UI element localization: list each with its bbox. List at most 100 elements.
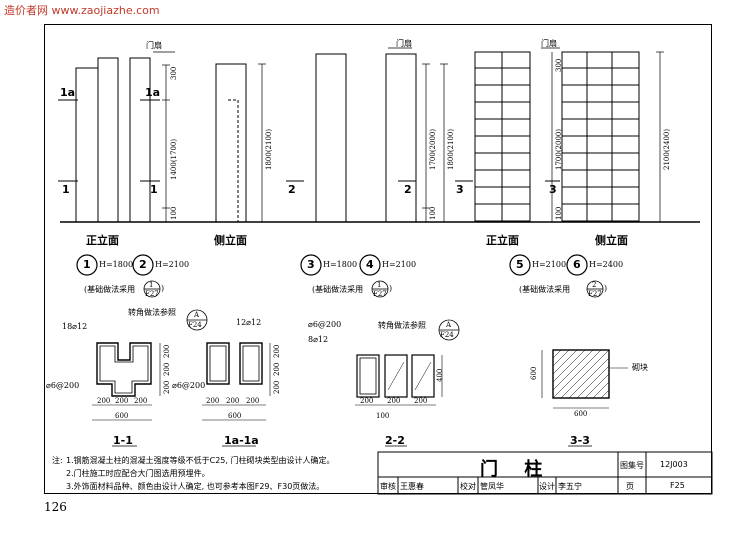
foundation-close: ) [161,284,165,293]
s2-title: 2-2 [385,434,405,447]
s1a-h1: 200 [273,344,281,358]
s2-rebar: 8⌀12 [308,335,329,344]
ref-bottom: F27 [373,290,387,298]
s2-w2: 200 [387,397,401,405]
hatch-line [560,349,610,399]
s1-ref-bottom: F24 [188,321,202,329]
s1a-total: 600 [228,412,242,420]
hatch-line [552,349,570,367]
type-number: 6 [573,258,581,271]
designer-name: 李五宁 [558,482,582,491]
dim-300-3: 300 [555,58,563,72]
side-elevation-1 [215,63,266,223]
door-leaf-label-3: 门扇 [541,39,557,48]
s1a-w1: 200 [206,397,220,405]
ref-top: 1 [377,281,382,289]
side-elevation-3 [586,51,664,223]
s1-w1: 200 [97,397,111,405]
check-label: 校对 [460,482,476,491]
foundation-note: (基础做法采用 [519,285,571,294]
s1a-w2: 200 [226,397,240,405]
notes-prefix: 注: [52,456,63,465]
hatch-line [576,365,610,399]
reviewer-name: 王惠春 [400,482,424,491]
s2-w3: 200 [414,397,428,405]
design-label: 设计 [539,482,555,491]
watermark: 造价者网 www.zaojiazhe.com [4,4,160,17]
dim-1800-1: 1800(2100) [265,128,273,170]
section-1-1-dims [92,343,161,421]
section-mark-1-right: 1 [150,183,158,196]
s3-block-label: 砌块 [632,363,648,372]
ref-top: 1 [149,281,154,289]
type-number: 3 [307,258,315,271]
door-leaf-label-1: 门扇 [146,41,162,50]
section-mark-1a-left: 1a [60,86,76,99]
section-mark-3-left: 3 [456,183,464,196]
type-callout-circles [76,254,588,276]
foundation-note: (基础做法采用 [312,285,364,294]
dim-1700-3: 1700(2000) [555,128,563,170]
type-height: H=2100 [155,260,190,269]
brick-courses [475,67,639,222]
type-number: 5 [516,258,524,271]
note-line-2: 2.门柱施工时应配合大门图选用预埋件。 [66,469,210,478]
section-mark-2-right: 2 [404,183,412,196]
s1a-rebar: 12⌀12 [236,318,262,327]
s2-bottom: 100 [376,412,390,420]
s1-total: 600 [115,412,129,420]
dim-1400-1: 1400(1700) [170,138,178,180]
hatch-line [552,349,586,383]
s2-height: 400 [436,368,444,382]
s3-title: 3-3 [570,434,590,447]
title-block-grid [377,451,713,495]
atlas-number: 12J003 [660,460,688,469]
hatch-line [552,349,602,399]
type-height: H=2100 [382,260,417,269]
side-elevation-title-3: 侧立面 [595,234,628,247]
ref-top: 2 [592,281,597,289]
s1a-title: 1a-1a [224,434,259,447]
section-mark-3-right: 3 [549,183,557,196]
s1-rebar: 18⌀12 [62,322,88,331]
s1a-h3: 200 [273,380,281,394]
drawing-title: 门 柱 [480,459,553,480]
s2-ref-bottom: F24 [440,331,454,339]
s1-h2: 200 [163,362,171,376]
hatch-line [568,357,610,399]
dim-300-1: 300 [170,66,178,80]
checker-name: 管凤华 [480,482,504,491]
dim-100-2: 100 [429,206,437,220]
page-number: 126 [44,500,67,514]
front-elevation-3 [455,47,613,223]
section-mark-2-left: 2 [288,183,296,196]
front-elevation-2 [286,47,430,223]
s1a-stirrup: ⌀6@200 [172,381,206,390]
s1-stirrup: ⌀6@200 [46,381,80,390]
note-line-3: 3.外饰面材料品种、颜色由设计人确定, 也可参考本图F29、F30页做法。 [66,482,325,491]
note-line-1: 1.钢筋混凝土柱的混凝土强度等级不低于C25, 门柱砌块类型由设计人确定。 [66,456,335,465]
section-1a-1a-outline [206,342,263,385]
type-number: 1 [83,258,91,271]
section-1a-1a-dims [202,343,271,421]
section-3-3-dims [541,350,628,409]
hatch-line [552,349,578,375]
s1-title: 1-1 [113,434,133,447]
s1-h1: 200 [163,344,171,358]
hatch-line [552,349,562,359]
type-height: H=1800 [99,260,134,269]
dim-100-3: 100 [555,206,563,220]
s2-stirrup: ⌀6@200 [308,320,342,329]
dim-1800-2: 1800(2100) [447,128,455,170]
section-mark-1a-right: 1a [145,86,161,99]
door-leaf-label-2: 门扇 [396,39,412,48]
front-elevation-1 [58,51,175,223]
hatch-line [600,389,610,399]
s1-w3: 200 [134,397,148,405]
atlas-label: 图集号 [620,461,644,470]
foundation-close: ) [604,284,608,293]
ref-bottom: F27 [145,290,159,298]
page-number-tb: F25 [670,481,685,490]
hatch-line [592,381,610,399]
